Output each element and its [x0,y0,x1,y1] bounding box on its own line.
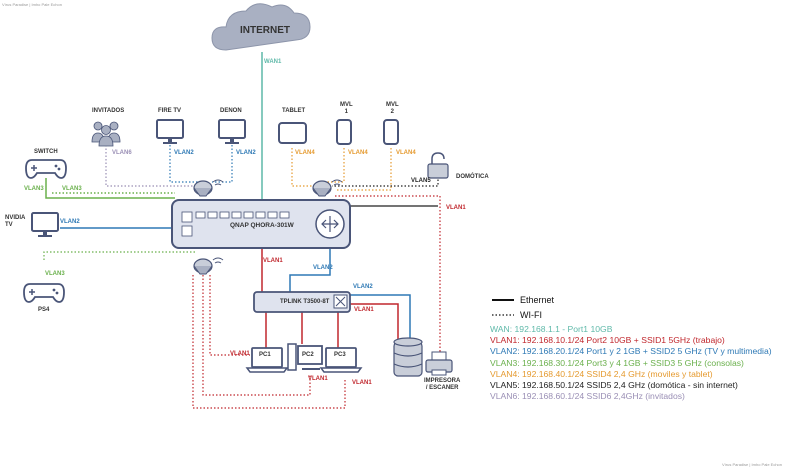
impresora-label: IMPRESORA / ESCANER [424,378,461,391]
vlan-label: VLAN1 [354,307,374,313]
pc1-label: PC1 [259,352,271,358]
vlan-label: VLAN3 [62,186,82,192]
vlan-label: VLAN3 [45,271,65,277]
tablet-label: TABLET [282,108,306,114]
denon-label: DENON [220,108,242,114]
switch-gamepad-icon [25,159,67,179]
internet-cloud-icon [211,3,311,51]
legend-item: WAN: 192.168.1.1 - Port1 10GB [490,324,613,334]
vlan-label: VLAN1 [352,380,372,386]
qnap-label: QNAP QHORA-301W [230,222,294,229]
firetv-label: FIRE TV [158,108,182,114]
mvl2-label: MVL 2 [386,102,399,115]
vlan-label: VLAN5 [411,178,431,184]
vlan-label: VLAN2 [174,150,194,156]
vlan-label: VLAN1 [230,351,250,357]
firetv-monitor-icon [156,119,184,145]
vlan-label: VLAN1 [446,205,466,211]
legend-item: VLAN3: 192.168.30.1/24 Port3 y 4 1GB + S… [490,357,744,368]
watermark: Vírus Paradise | Imho Pale Echon [2,2,62,7]
legend-item: VLAN6: 192.168.60.1/24 SSID6 2,4GHz (inv… [490,391,685,402]
tablet-icon [278,122,307,144]
tplink-label: TPLINK T3500-8T [280,299,330,305]
vlan-label: VLAN4 [295,150,315,156]
ps4-label: PS4 [38,307,50,313]
vlan-label: VLAN6 [112,150,132,156]
vlan-label: VLAN3 [24,186,44,192]
legend-wifi-label: WI-FI [520,310,542,320]
pc2-desktop-icon [287,343,323,371]
legend-item: VLAN4: 192.168.40.1/24 SSID4 2,4 GHz (mo… [490,368,713,379]
qnap-router-icon [171,199,351,249]
vlan-label: VLAN4 [348,150,368,156]
denon-monitor-icon [218,119,246,145]
vlan-label: VLAN2 [353,284,373,290]
mvl1-phone-icon [336,119,352,145]
tplink-switch-icon [253,291,351,313]
pc2-label: PC2 [302,352,314,358]
domotica-lock-icon [427,152,449,179]
wan-link-label: WAN1 [264,59,282,65]
vlan-label: VLAN4 [396,150,416,156]
mvl2-phone-icon [383,119,399,145]
pc3-label: PC3 [334,352,346,358]
vlan-label: VLAN1 [263,258,283,264]
watermark: Vírus Paradise | Imho Pale Echon [722,462,782,467]
ps4-gamepad-icon [23,283,65,303]
domotica-label: DOMÓTICA [456,174,489,180]
nas-storage-icon [393,337,423,377]
vlan-label: VLAN2 [313,265,333,271]
internet-label: INTERNET [240,25,290,36]
vlan-label: VLAN2 [60,219,80,225]
switch-label: SWITCH [34,149,58,155]
invitados-label: INVITADOS [92,108,125,114]
mvl1-label: MVL 1 [340,102,353,115]
vlan-label: VLAN2 [236,150,256,156]
legend-ethernet-label: Ethernet [520,295,555,305]
invitados-group-icon [91,121,121,147]
access-point-icon [193,257,224,275]
legend-item: VLAN2: 192.168.20.1/24 Port1 y 2 1GB + S… [490,346,772,357]
nvidia-monitor-icon [31,212,59,238]
vlan-label: VLAN1 [308,376,328,382]
legend-item: VLAN5: 192.168.50.1/24 SSID5 2,4 GHz (do… [490,380,738,391]
legend-item: VLAN1: 192.168.10.1/24 Port2 10GB + SSID… [490,335,725,346]
nvidia-label: NVIDIA TV [5,215,26,228]
access-point-icon [312,179,343,197]
printer-icon [425,351,453,376]
